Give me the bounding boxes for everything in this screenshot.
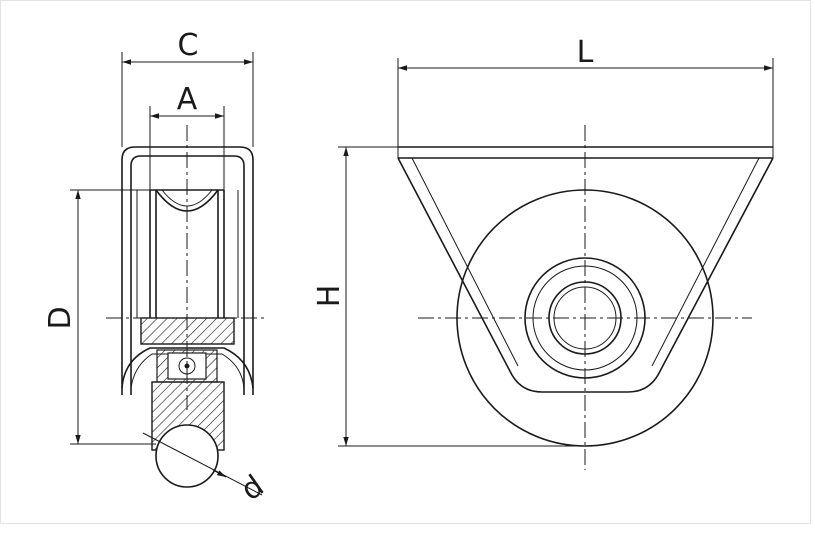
side-view bbox=[70, 52, 266, 496]
front-view bbox=[338, 58, 774, 470]
dimension-label-c: C bbox=[178, 28, 199, 63]
dimension-label-l: L bbox=[577, 35, 594, 70]
dimension-label-h: H bbox=[312, 285, 347, 308]
page-frame bbox=[0, 0, 811, 524]
dimension-label-d: D bbox=[43, 306, 78, 329]
dimension-label-diameter: d bbox=[235, 468, 271, 508]
dimension-label-a: A bbox=[177, 82, 198, 117]
